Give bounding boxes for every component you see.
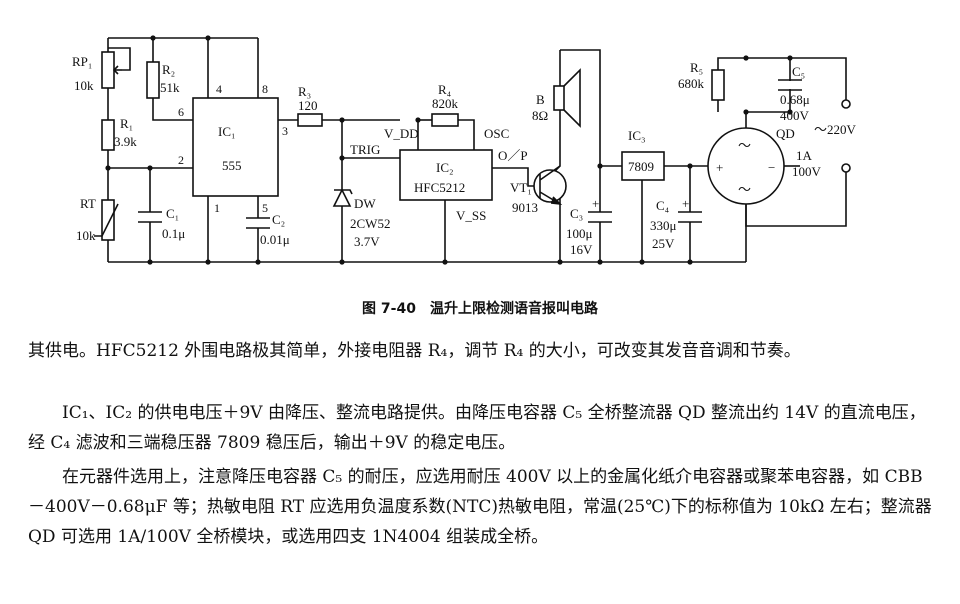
- r1-resistor: [101, 119, 115, 151]
- c5-label: C₅: [792, 64, 805, 79]
- c3-plus: +: [592, 196, 599, 211]
- b-value: 8Ω: [532, 108, 548, 123]
- c2-capacitor: [246, 217, 270, 229]
- c4-label: C₄: [656, 198, 670, 213]
- ic2-label: IC₂: [436, 160, 454, 175]
- r4-resistor: [431, 113, 459, 127]
- dw-label: DW: [354, 196, 376, 211]
- vdd-label: V_DD: [384, 126, 419, 141]
- ic1-type: 555: [222, 158, 242, 173]
- pin-2: 2: [178, 153, 184, 167]
- r2-resistor: [146, 61, 160, 99]
- b-label: B: [536, 92, 545, 107]
- components: [94, 51, 851, 241]
- dw-zener: [332, 188, 353, 207]
- pin-3: 3: [282, 124, 288, 138]
- rp1-value: 10k: [74, 78, 94, 93]
- ic2-type: HFC5212: [414, 180, 465, 195]
- r2-label: R₂: [162, 62, 175, 77]
- r1-label: R₁: [120, 116, 133, 131]
- c4-plus: +: [682, 196, 689, 211]
- ic3-regulator: [621, 151, 665, 181]
- pin-4: 4: [216, 82, 222, 96]
- qd-bridge: [707, 127, 785, 205]
- vt1-label: VT₁: [510, 180, 532, 195]
- paragraph-1: 其供电。HFC5212 外围电路极其简单，外接电阻器 R₄，调节 R₄ 的大小，…: [28, 341, 801, 361]
- vt1-type: 9013: [512, 200, 538, 215]
- ic3-type: 7809: [628, 159, 654, 174]
- dw-value: 3.7V: [354, 234, 380, 249]
- speaker-b: [553, 85, 565, 111]
- circuit-schematic: RP₁ 10k R₁ 3.9k RT 10k R₂ 51k C₁ 0.1μ IC…: [72, 35, 857, 265]
- r3-resistor: [297, 113, 323, 127]
- paragraph-2: IC₁、IC₂ 的供电电压＋9V 由降压、整流电路提供。由降压电容器 C₅ 全桥…: [28, 403, 926, 453]
- r3-label: R₃: [298, 84, 311, 99]
- dw-type: 2CW52: [350, 216, 390, 231]
- c1-capacitor: [138, 211, 162, 223]
- c4-value1: 330μ: [650, 218, 677, 233]
- vss-label: V_SS: [456, 208, 486, 223]
- pin-6: 6: [178, 105, 184, 119]
- r5-resistor: [711, 69, 725, 101]
- r4-value: 820k: [432, 96, 459, 111]
- osc-label: OSC: [484, 126, 509, 141]
- qd-tilde-bottom: ～: [738, 182, 751, 197]
- ic1-label: IC₁: [218, 124, 236, 139]
- rt-value: 10k: [76, 228, 96, 243]
- r5-label: R₅: [690, 60, 703, 75]
- ic2-chip: [399, 149, 493, 201]
- qd-tilde-top: ～: [738, 138, 751, 153]
- r4-label: R₄: [438, 82, 452, 97]
- ac-terminal-bottom: [841, 163, 851, 173]
- c5-value1: 0.68μ: [780, 92, 810, 107]
- r1-value: 3.9k: [114, 134, 137, 149]
- op-label: O／P: [498, 148, 528, 163]
- qd-minus: −: [768, 160, 775, 175]
- c3-label: C₃: [570, 206, 583, 221]
- c3-value1: 100μ: [566, 226, 593, 241]
- c5-value2: 400V: [780, 108, 810, 123]
- qd-plus: +: [716, 160, 723, 175]
- r3-value: 120: [298, 98, 318, 113]
- ac-label: ～220V: [814, 122, 857, 137]
- schematic-labels: RP₁ 10k R₁ 3.9k RT 10k R₂ 51k C₁ 0.1μ IC…: [72, 54, 857, 257]
- qd-value1: 1A: [796, 148, 813, 163]
- c3-capacitor: [588, 211, 612, 223]
- c4-value2: 25V: [652, 236, 675, 251]
- figure-caption: 图 7-40 温升上限检测语音报叫电路: [362, 301, 598, 317]
- c4-capacitor: [678, 211, 702, 223]
- c1-value: 0.1μ: [162, 226, 185, 241]
- pin-1: 1: [214, 201, 220, 215]
- rp1-resistor: [101, 51, 115, 89]
- c3-value2: 16V: [570, 242, 593, 257]
- ac-terminal-top: [841, 99, 851, 109]
- pin-5: 5: [262, 201, 268, 215]
- rp1-label: RP₁: [72, 54, 92, 69]
- trig-label: TRIG: [350, 142, 380, 157]
- c5-capacitor: [778, 79, 802, 91]
- paragraph-3: 在元器件选用上，注意降压电容器 C₅ 的耐压，应选用耐压 400V 以上的金属化…: [28, 467, 932, 547]
- r5-value: 680k: [678, 76, 705, 91]
- qd-label: QD: [776, 126, 795, 141]
- ic3-label: IC₃: [628, 128, 646, 143]
- rt-label: RT: [80, 196, 96, 211]
- qd-value2: 100V: [792, 164, 822, 179]
- junctions: [105, 35, 793, 265]
- c2-label: C₂: [272, 212, 285, 227]
- ic1-chip: [192, 97, 279, 197]
- pin-8: 8: [262, 82, 268, 96]
- r2-value: 51k: [160, 80, 180, 95]
- c1-label: C₁: [166, 206, 179, 221]
- c2-value: 0.01μ: [260, 232, 290, 247]
